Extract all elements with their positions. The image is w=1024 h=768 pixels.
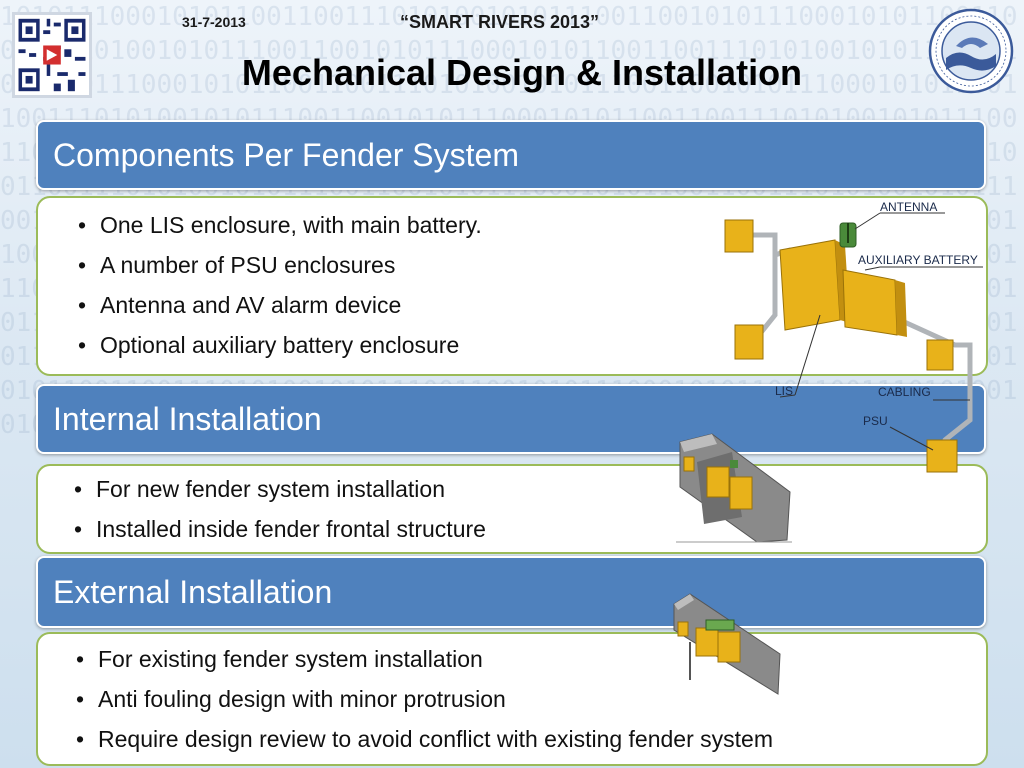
section-header-components: Components Per Fender System bbox=[36, 120, 986, 190]
lis-enclosure-icon bbox=[779, 239, 850, 331]
qr-code-icon bbox=[12, 12, 92, 98]
bullet-icon: • bbox=[76, 686, 85, 712]
section-body-internal: •For new fender system installation •Ins… bbox=[36, 464, 988, 554]
label-lis: LIS bbox=[775, 384, 793, 398]
list-item: •Antenna and AV alarm device bbox=[78, 292, 482, 332]
bullet-icon: • bbox=[78, 292, 87, 318]
fender-system-diagram: ANTENNA AUXILIARY BATTERY LIS CABLING PS… bbox=[724, 200, 983, 473]
presentation-date: 31-7-2013 bbox=[182, 14, 246, 30]
list-item: •One LIS enclosure, with main battery. bbox=[78, 212, 482, 252]
bullet-icon: • bbox=[74, 516, 83, 542]
list-item: •Installed inside fender frontal structu… bbox=[74, 516, 486, 556]
label-psu: PSU bbox=[863, 414, 888, 428]
section-title: Components Per Fender System bbox=[53, 136, 519, 173]
section-title: Internal Installation bbox=[53, 400, 322, 437]
bullet-icon: • bbox=[76, 726, 85, 752]
bullet-icon: • bbox=[78, 332, 87, 358]
pianc-logo-icon bbox=[928, 8, 1014, 94]
psu-enclosure-icon bbox=[724, 219, 958, 473]
external-installation-drawing bbox=[673, 593, 781, 695]
antenna-icon bbox=[839, 222, 857, 248]
auxiliary-battery-icon bbox=[842, 269, 907, 337]
section-title: External Installation bbox=[53, 573, 333, 610]
label-auxiliary-battery: AUXILIARY BATTERY bbox=[858, 253, 978, 267]
list-item: •Optional auxiliary battery enclosure bbox=[78, 332, 482, 372]
event-name: “SMART RIVERS 2013” bbox=[400, 12, 600, 32]
page-title: Mechanical Design & Installation bbox=[241, 52, 803, 93]
label-antenna: ANTENNA bbox=[880, 200, 937, 214]
list-item: •Require design review to avoid conflict… bbox=[76, 726, 773, 766]
list-item: •For existing fender system installation bbox=[76, 646, 773, 686]
list-item: •A number of PSU enclosures bbox=[78, 252, 482, 292]
internal-installation-drawing bbox=[676, 433, 792, 543]
bullet-icon: • bbox=[74, 476, 83, 502]
bullet-icon: • bbox=[78, 252, 87, 278]
bullet-icon: • bbox=[76, 646, 85, 672]
section-header-external: External Installation bbox=[36, 556, 986, 628]
section-body-external: •For existing fender system installation… bbox=[36, 632, 988, 766]
label-cabling: CABLING bbox=[878, 385, 931, 399]
section-header-internal: Internal Installation bbox=[36, 384, 986, 454]
list-item: •For new fender system installation bbox=[74, 476, 486, 516]
bullet-icon: • bbox=[78, 212, 87, 238]
list-item: •Anti fouling design with minor protrusi… bbox=[76, 686, 773, 726]
